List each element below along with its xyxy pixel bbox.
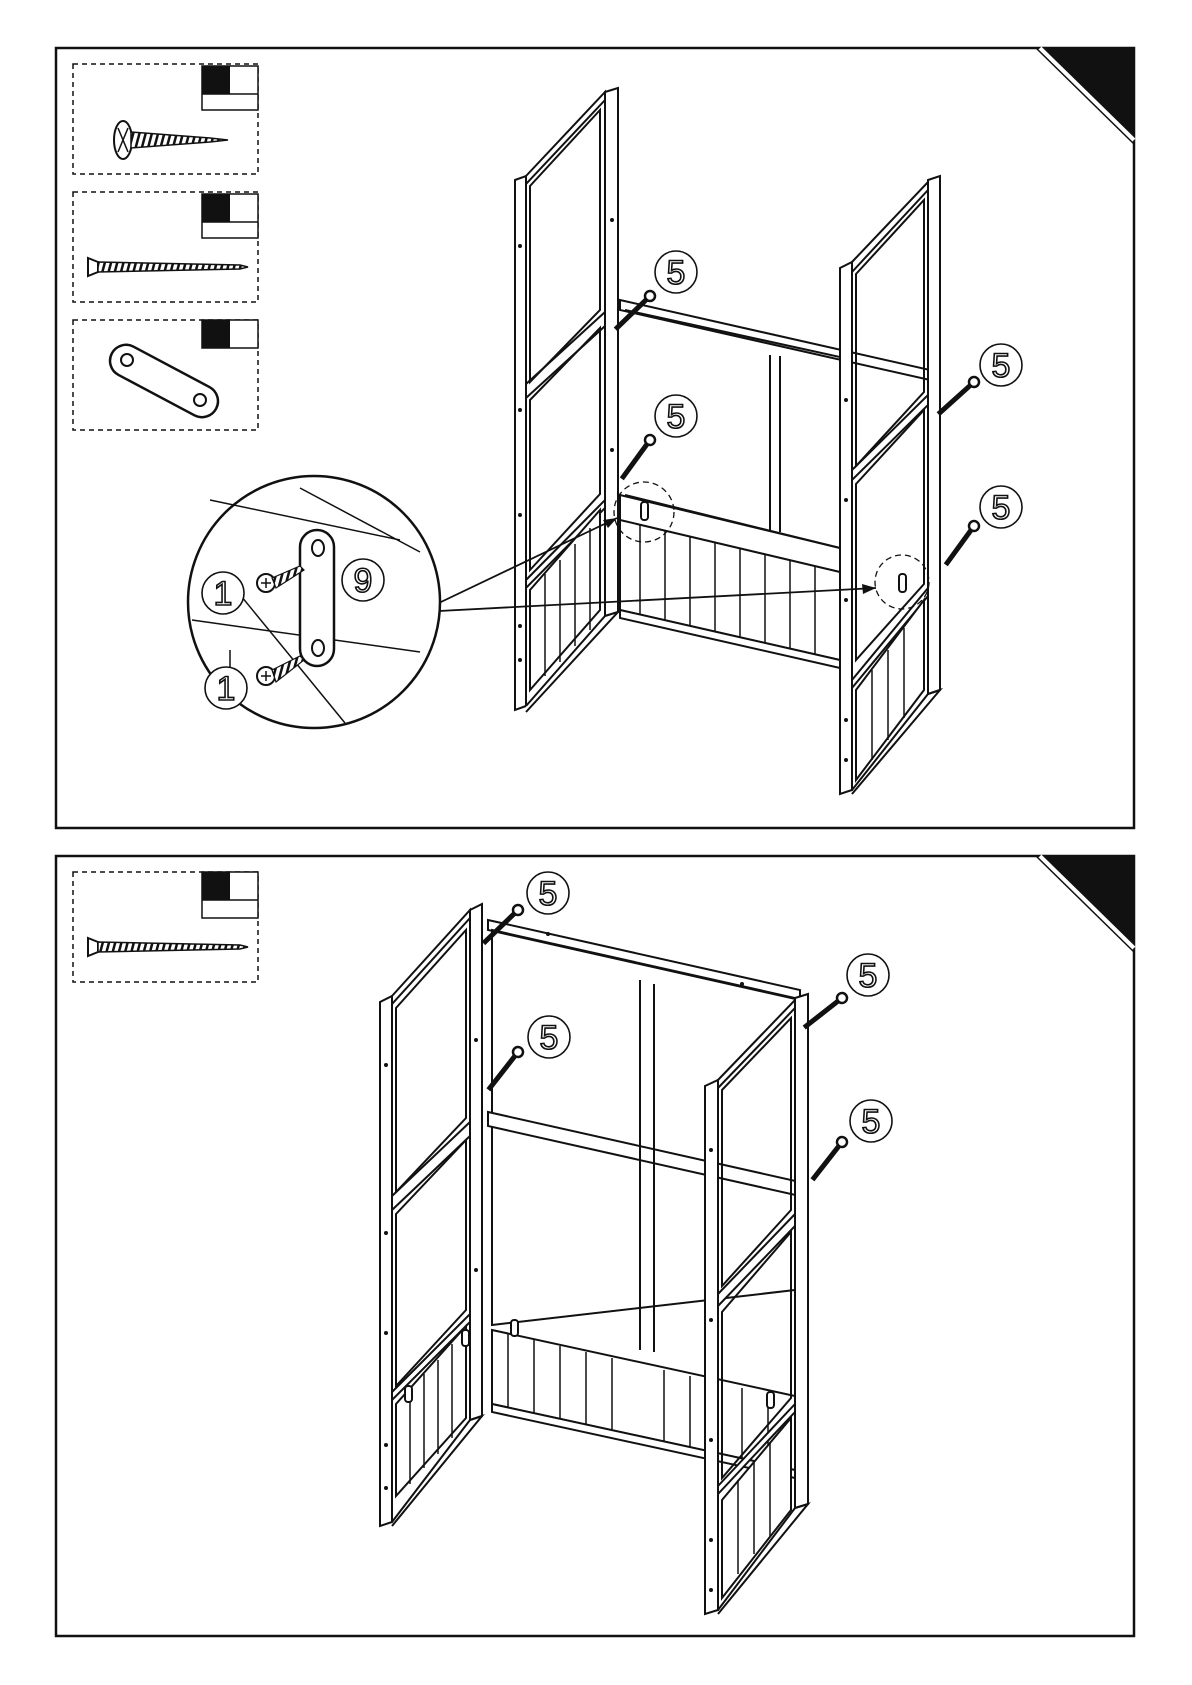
- callout-label: 5: [992, 347, 1011, 385]
- parts-box-long-screw-step-2: [73, 872, 258, 982]
- step-2-frame-assembly: [380, 904, 808, 1614]
- connector-plate-icon: [104, 339, 223, 423]
- parts-box-connector-plate: [73, 320, 258, 430]
- step-2-callout-4: 5: [850, 1100, 892, 1142]
- step-2-bolt-2: [485, 1045, 526, 1093]
- parts-box-long-screw: [73, 192, 258, 302]
- step-1-frame-assembly: [515, 88, 940, 794]
- callout-label: 9: [354, 562, 373, 600]
- callout-label: 5: [539, 875, 558, 913]
- step-2-callout-3: 5: [847, 954, 889, 996]
- detail-callout-9: 9: [342, 559, 384, 601]
- step-1-panel: 5 5 5 5: [56, 48, 1134, 828]
- detail-callout-1-bottom: 1: [205, 667, 247, 709]
- step-1-callout-4: 5: [980, 486, 1022, 528]
- callout-label: 5: [667, 254, 686, 292]
- step-2-callout-2: 5: [528, 1016, 570, 1058]
- long-screw-icon: [88, 938, 248, 956]
- step-2-border: [56, 856, 1134, 1636]
- step-2-callout-1: 5: [527, 872, 569, 914]
- step-1-callout-3: 5: [980, 344, 1022, 386]
- step-1-border: [56, 48, 1134, 828]
- detail-callout-1-top: 1: [202, 572, 244, 614]
- callout-label: 5: [540, 1019, 559, 1057]
- callout-label: 5: [992, 489, 1011, 527]
- step-1-callout-1: 5: [655, 251, 697, 293]
- step-1-callout-2: 5: [655, 395, 697, 437]
- callout-label: 1: [217, 670, 236, 708]
- step-2-bolt-1: [480, 903, 525, 947]
- step-1-bolt-3: [935, 375, 981, 418]
- step-2-bolt-4: [809, 1135, 850, 1183]
- step-1-bolt-2: [618, 433, 657, 482]
- parts-box-short-screw: [73, 64, 258, 174]
- callout-label: 5: [862, 1103, 881, 1141]
- countersunk-short-screw-icon: [114, 121, 228, 159]
- long-screw-icon: [88, 258, 248, 276]
- callout-label: 5: [859, 957, 878, 995]
- step-2-panel: 5 5 5 5: [56, 856, 1134, 1636]
- step-1-bolt-4: [942, 519, 981, 568]
- callout-label: 5: [667, 398, 686, 436]
- callout-label: 1: [214, 575, 233, 613]
